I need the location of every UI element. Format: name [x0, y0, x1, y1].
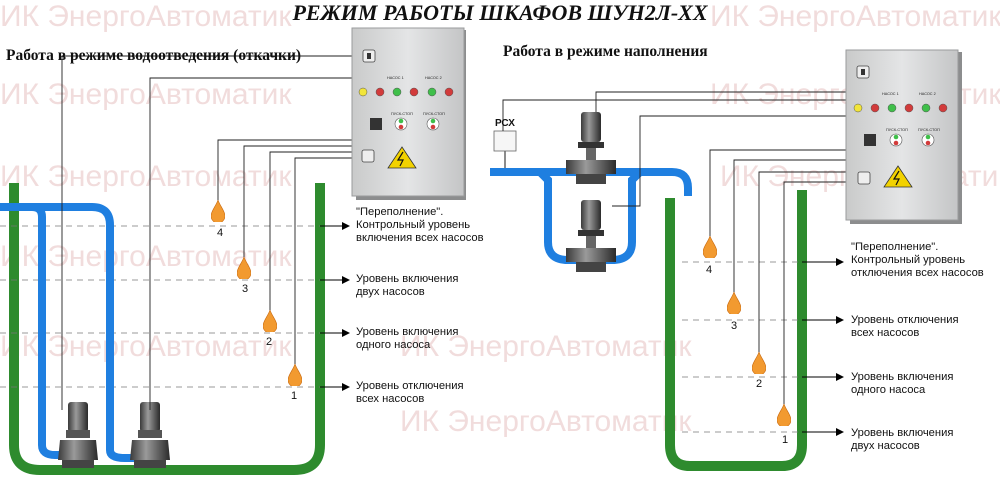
left-level-arrows [320, 222, 350, 391]
inline-pump-2 [566, 200, 616, 272]
watermark: ИК ЭнергоАвтоматик [400, 405, 692, 438]
control-cabinet-left [351, 27, 466, 200]
submersible-pump-2 [130, 402, 170, 468]
pressure-relay [493, 130, 517, 152]
cabinet-pump2-label: НАСОС 2 [425, 76, 442, 80]
left-level-lines [0, 225, 338, 388]
float-switch-4 [211, 200, 225, 222]
watermark: ИК ЭнергоАвтоматик [400, 330, 692, 363]
float-switch-4 [703, 236, 717, 258]
level-number: 4 [706, 264, 713, 276]
level-number: 1 [291, 390, 298, 402]
watermark: ИК ЭнергоАвтоматик [710, 0, 1000, 33]
cabinet-start-stop-label: ПУСК-СТОП [391, 112, 413, 116]
level-number: 3 [242, 283, 249, 295]
level-number: 4 [217, 227, 224, 239]
level-description: Уровень включения одного насоса [356, 326, 459, 351]
float-switch-1 [777, 404, 791, 426]
float-switch-1 [288, 364, 302, 386]
control-cabinet-right [845, 49, 962, 224]
cabinet-start-stop-label: ПУСК-СТОП [423, 112, 445, 116]
level-description: Уровень включения одного насоса [851, 371, 954, 396]
indicator-lights [358, 87, 454, 97]
level-number: 1 [782, 434, 789, 446]
watermark: ИК ЭнергоАвтоматик [0, 78, 292, 111]
right-level-arrows [802, 258, 844, 436]
left-section-heading: Работа в режиме водоотведения (откачки) [6, 47, 302, 64]
level-number: 2 [756, 378, 763, 390]
cabinet-start-stop-label: ПУСК-СТОП [918, 128, 940, 132]
left-tank [9, 183, 325, 475]
right-cables [502, 91, 852, 410]
watermark: ИК ЭнергоАвтоматик [0, 0, 292, 33]
cabinet-pump1-label: НАСОС 1 [882, 92, 899, 96]
watermark: ИК ЭнергоАвтоматик [0, 160, 292, 193]
float-switch-3 [727, 292, 741, 314]
level-number: 3 [731, 320, 738, 332]
right-tank [665, 190, 807, 471]
indicator-lights [853, 103, 948, 113]
cabinet-start-stop-label: ПУСК-СТОП [886, 128, 908, 132]
float-switch-2 [752, 352, 766, 374]
right-section-heading: Работа в режиме наполнения [503, 43, 708, 60]
watermark: ИК ЭнергоАвтоматик [0, 330, 292, 363]
level-description: Уровень включения двух насосов [851, 427, 954, 452]
left-cables [61, 55, 358, 410]
submersible-pump-1 [58, 402, 98, 468]
level-description: "Переполнение". Контрольный уровень откл… [851, 241, 984, 279]
right-supply-pipe [490, 168, 692, 196]
level-description: "Переполнение". Контрольный уровень вклю… [356, 206, 484, 244]
cabinet-pump2-label: НАСОС 2 [919, 92, 936, 96]
inline-pump-1 [566, 112, 616, 184]
level-description: Уровень включения двух насосов [356, 273, 459, 298]
right-level-lines [682, 261, 824, 433]
cabinet-pump1-label: НАСОС 1 [387, 76, 404, 80]
level-description: Уровень отключения всех насосов [851, 314, 959, 339]
left-discharge-pipe-2 [0, 203, 140, 462]
float-switch-3 [237, 257, 251, 279]
float-switch-2 [263, 310, 277, 332]
page-title: РЕЖИМ РАБОТЫ ШКАФОВ ШУН2Л-ХХ [292, 0, 708, 25]
level-description: Уровень отключения всех насосов [356, 380, 464, 405]
pressure-relay-label: РСХ [495, 118, 515, 129]
level-number: 2 [266, 336, 273, 348]
